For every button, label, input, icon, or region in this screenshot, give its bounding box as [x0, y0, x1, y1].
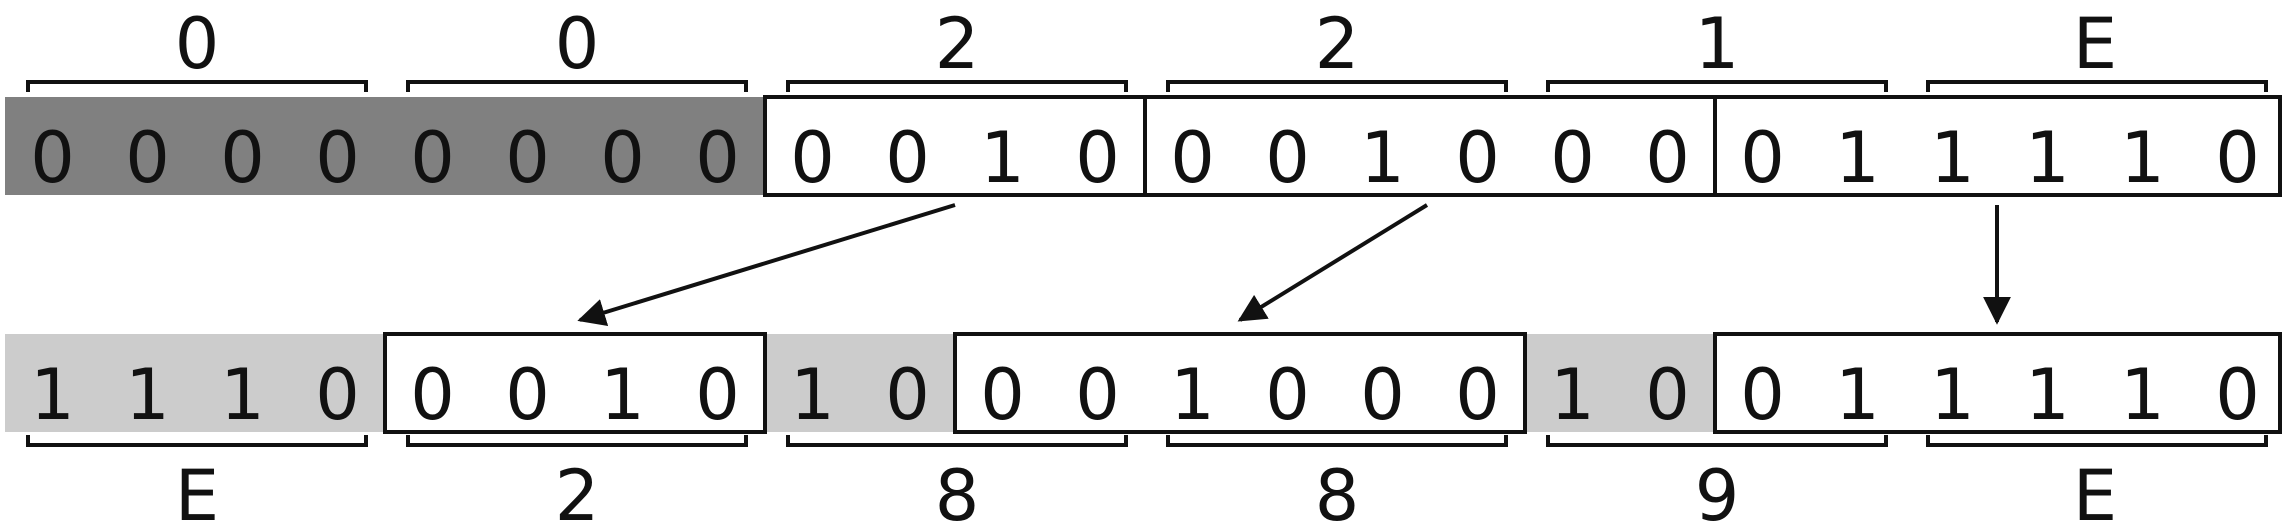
- bit-digit: 0: [1740, 117, 1785, 199]
- bit-digit: 0: [1075, 117, 1120, 199]
- bottom-hex-label: E: [175, 455, 219, 529]
- bit-digit: 0: [505, 354, 550, 436]
- bit-digit: 0: [1075, 354, 1120, 436]
- bit-digit: 0: [1550, 117, 1595, 199]
- bit-digit: 0: [695, 117, 740, 199]
- bottom-nibble-brackets: [26, 435, 2268, 447]
- top-nibble-brackets: [26, 80, 2268, 92]
- nibble-bracket: [1926, 435, 2268, 447]
- top-hex-labels: 0 0 2 2 1 E: [175, 3, 2117, 85]
- bit-digit: 1: [1930, 117, 1975, 199]
- bit-digit: 1: [30, 354, 75, 436]
- bit-digit: 0: [315, 354, 360, 436]
- bottom-padding-shade-2: [765, 334, 955, 432]
- nibble-bracket: [1166, 435, 1508, 447]
- bit-digit: 0: [1455, 117, 1500, 199]
- bottom-hex-label: E: [2073, 455, 2117, 529]
- bit-digit: 0: [410, 117, 455, 199]
- nibble-bracket: [786, 80, 1128, 92]
- bottom-group-box-1: [383, 332, 767, 434]
- top-padding-shade: [5, 97, 765, 195]
- nibble-bracket: [1166, 80, 1508, 92]
- bottom-padding-shade-1: [5, 334, 385, 432]
- bottom-hex-label: 8: [1315, 455, 1360, 529]
- bottom-hex-label: 8: [935, 455, 980, 529]
- nibble-bracket: [1546, 80, 1888, 92]
- bit-digit: 0: [1455, 354, 1500, 436]
- top-hex-label: 0: [555, 3, 600, 85]
- bit-digit: 1: [220, 354, 265, 436]
- bit-digit: 1: [1550, 354, 1595, 436]
- bit-digit: 0: [1265, 117, 1310, 199]
- bottom-hex-labels: E 2 8 8 9 E: [175, 455, 2117, 529]
- bit-digit: 1: [2025, 117, 2070, 199]
- bit-digit: 1: [1930, 354, 1975, 436]
- bit-digit: 1: [1360, 117, 1405, 199]
- nibble-bracket: [26, 80, 368, 92]
- bottom-hex-label: 2: [555, 455, 600, 529]
- nibble-bracket: [406, 435, 748, 447]
- bit-digit: 0: [410, 354, 455, 436]
- nibble-bracket: [406, 80, 748, 92]
- bottom-group-box-2: [953, 332, 1527, 434]
- bit-digit: 0: [1645, 117, 1690, 199]
- bottom-group-box-3: [1713, 332, 2282, 434]
- bit-digit: 0: [1740, 354, 1785, 436]
- bit-digit: 1: [790, 354, 835, 436]
- bit-digit: 0: [505, 117, 550, 199]
- bit-digit: 1: [2025, 354, 2070, 436]
- top-hex-label: 2: [935, 3, 980, 85]
- bit-digit: 1: [1835, 354, 1880, 436]
- top-group-box-2: [1143, 95, 1717, 197]
- bit-digit: 0: [315, 117, 360, 199]
- bit-digit: 0: [2215, 117, 2260, 199]
- bit-digit: 0: [125, 117, 170, 199]
- bit-digit: 0: [980, 354, 1025, 436]
- bit-digit: 1: [980, 117, 1025, 199]
- bit-digit: 0: [885, 117, 930, 199]
- nibble-bracket: [1926, 80, 2268, 92]
- bit-digit: 1: [125, 354, 170, 436]
- bit-digit: 0: [1265, 354, 1310, 436]
- bit-digit: 0: [2215, 354, 2260, 436]
- nibble-bracket: [1546, 435, 1888, 447]
- bottom-hex-label: 9: [1695, 455, 1740, 529]
- bit-digit: 0: [790, 117, 835, 199]
- nibble-bracket: [26, 435, 368, 447]
- bit-digit: 1: [2120, 117, 2165, 199]
- bit-digit: 0: [220, 117, 265, 199]
- bit-digit: 0: [30, 117, 75, 199]
- bit-digit: 0: [695, 354, 740, 436]
- bit-digit: 1: [1835, 117, 1880, 199]
- arrow-2: [1237, 203, 1429, 322]
- bit-digit: 0: [885, 354, 930, 436]
- bit-digit: 0: [600, 117, 645, 199]
- bottom-padding-shade-3: [1525, 334, 1715, 432]
- top-group-box-3: [1713, 95, 2282, 197]
- bit-digit: 0: [1645, 354, 1690, 436]
- top-hex-label: 0: [175, 3, 220, 85]
- arrow-1: [577, 203, 956, 326]
- bit-digit: 1: [2120, 354, 2165, 436]
- top-hex-label: 1: [1695, 3, 1740, 85]
- bit-digit: 1: [1170, 354, 1215, 436]
- bit-digit: 1: [600, 354, 645, 436]
- bit-digit: 0: [1360, 354, 1405, 436]
- bit-digit: 0: [1170, 117, 1215, 199]
- nibble-bracket: [786, 435, 1128, 447]
- top-hex-label: 2: [1315, 3, 1360, 85]
- top-hex-label: E: [2073, 3, 2117, 85]
